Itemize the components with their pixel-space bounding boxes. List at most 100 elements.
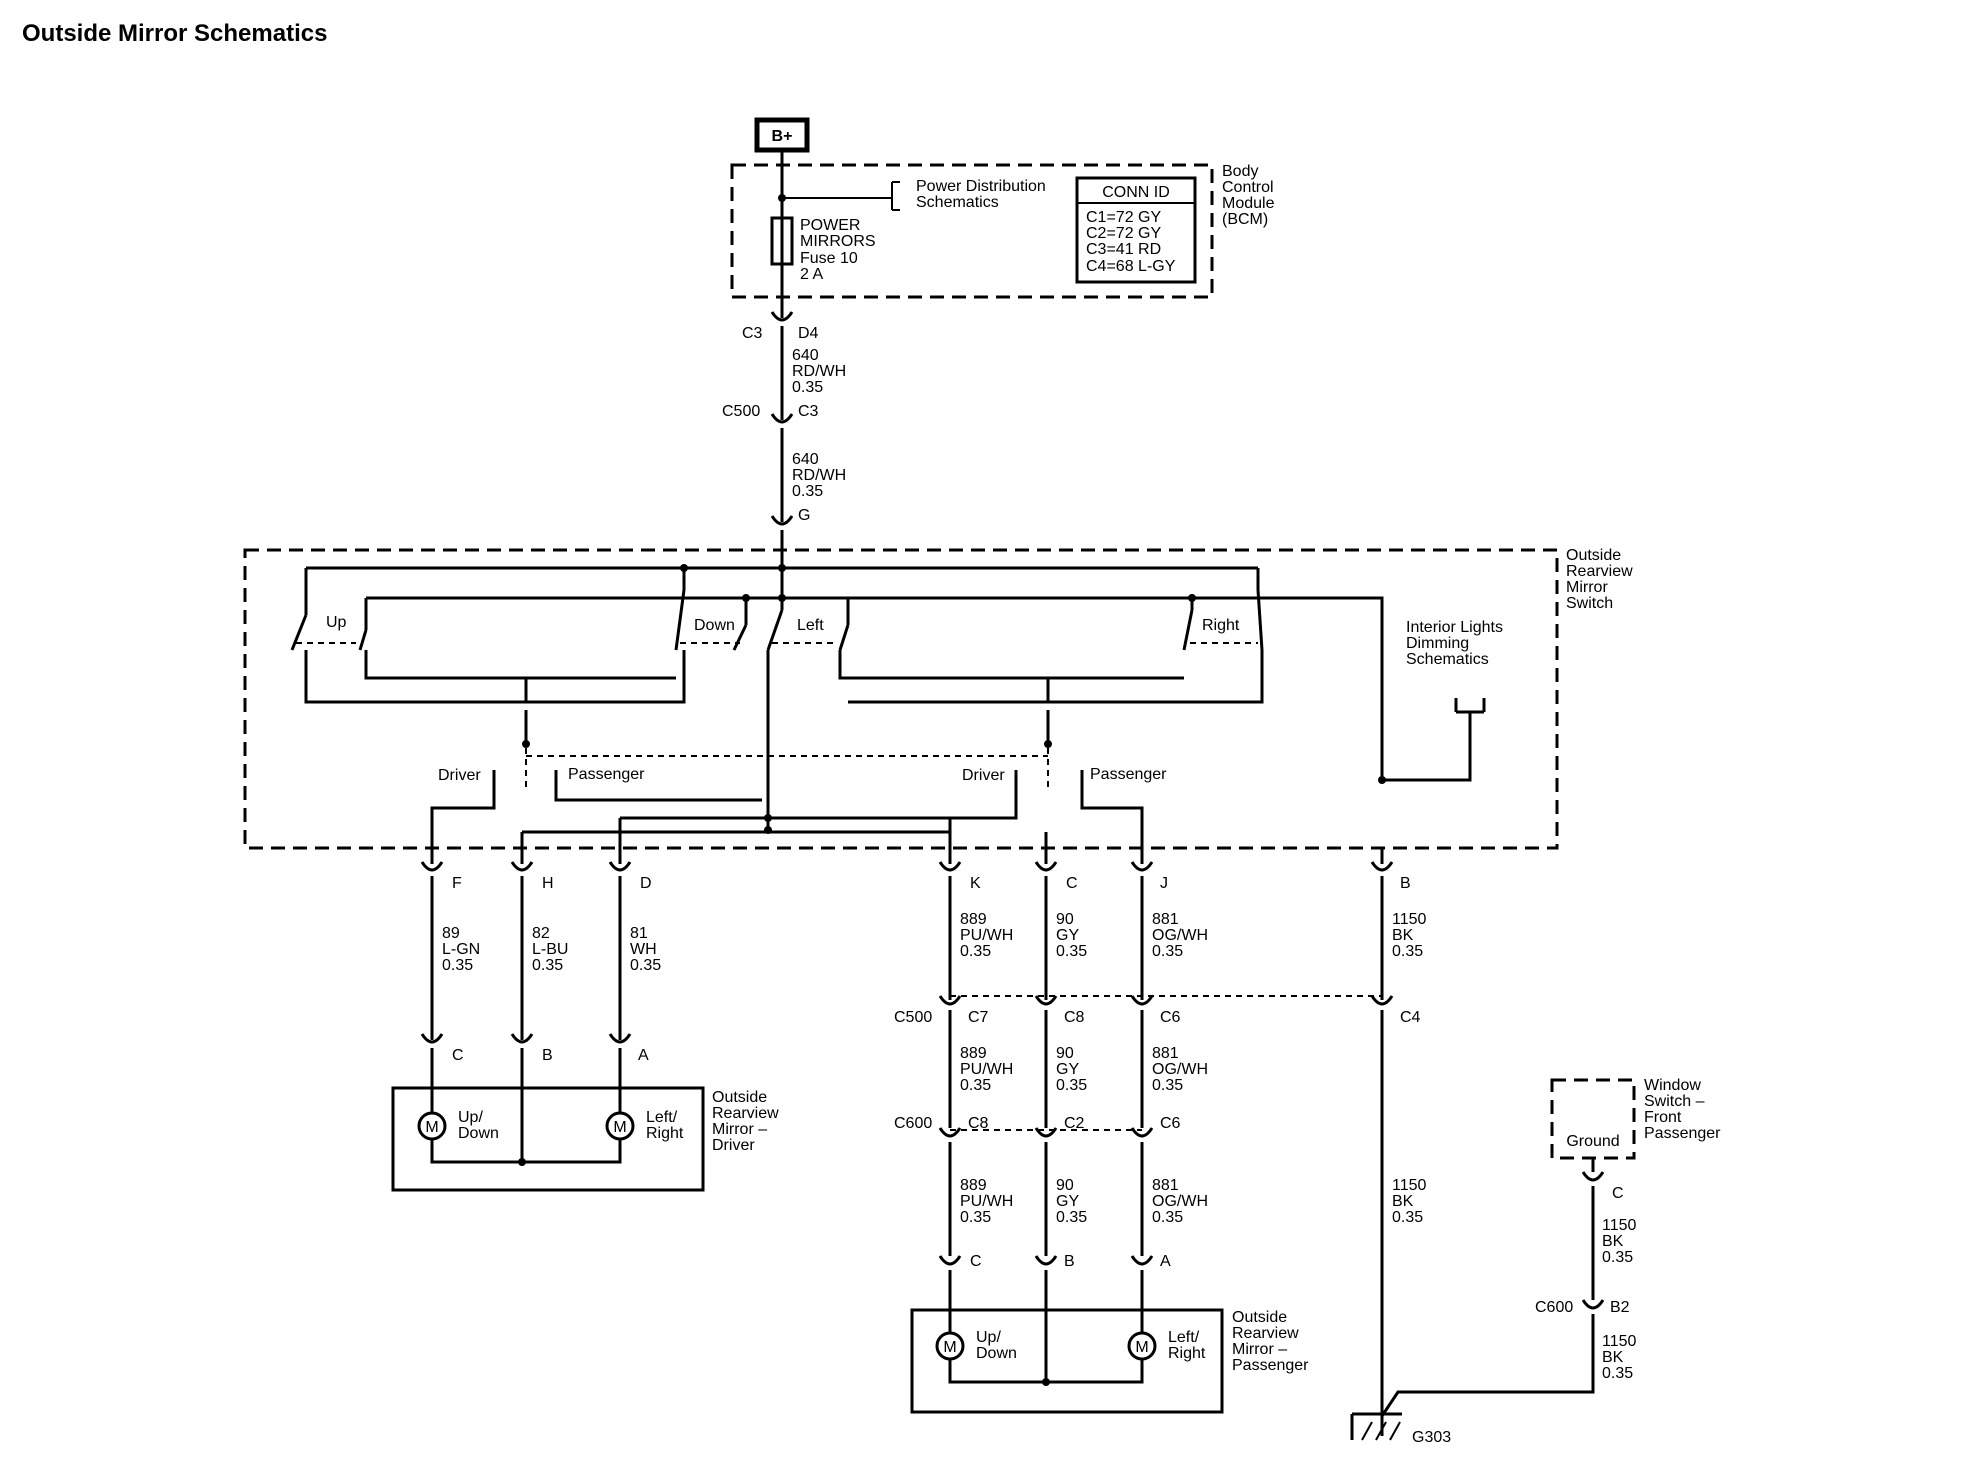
svg-text:B: B [542,1047,553,1064]
mirror-switch-box: Outside Rearview Mirror Switch [243,547,1633,850]
svg-text:0.35: 0.35 [960,1077,991,1094]
svg-text:C8: C8 [968,1115,989,1132]
svg-text:Interior Lights: Interior Lights [1406,619,1503,636]
svg-text:Dimming: Dimming [1406,635,1469,652]
svg-text:BK: BK [1602,1349,1624,1366]
svg-text:Outside: Outside [712,1089,767,1106]
svg-text:A: A [1160,1253,1171,1270]
passenger-wire-labels-3: 889 PU/WH 0.35 90 GY 0.35 881 OG/WH 0.35… [960,1177,1427,1226]
passenger-wire-labels-1: 889 PU/WH 0.35 90 GY 0.35 881 OG/WH 0.35… [960,911,1427,960]
svg-text:BK: BK [1602,1233,1624,1250]
svg-text:RD/WH: RD/WH [792,467,846,484]
svg-text:PU/WH: PU/WH [960,1061,1013,1078]
svg-text:GY: GY [1056,1061,1079,1078]
svg-text:C: C [1612,1185,1624,1202]
svg-text:C4=68 L-GY: C4=68 L-GY [1086,258,1176,275]
svg-text:0.35: 0.35 [1152,1209,1183,1226]
selector-passenger-1: Passenger [568,766,645,783]
svg-text:B+: B+ [772,128,793,145]
power-mirrors-fuse: POWER MIRRORS Fuse 10 2 A [770,198,876,318]
svg-text:C6: C6 [1160,1115,1181,1132]
bcm-box: Body Control Module (BCM) [730,163,1275,299]
svg-text:C: C [1066,875,1078,892]
svg-text:C: C [452,1047,464,1064]
svg-text:Ground: Ground [1566,1133,1619,1150]
svg-text:82: 82 [532,925,550,942]
svg-text:90: 90 [1056,1177,1074,1194]
window-switch-box: Ground Window Switch – Front Passenger [1550,1077,1721,1160]
svg-text:881: 881 [1152,1177,1179,1194]
svg-text:M: M [943,1339,956,1356]
svg-text:B: B [1064,1253,1075,1270]
switch-down-label: Down [694,617,735,634]
selector-driver-2: Driver [962,767,1005,784]
svg-text:0.35: 0.35 [630,957,661,974]
svg-text:Mirror –: Mirror – [712,1121,767,1138]
svg-text:89: 89 [442,925,460,942]
svg-text:BK: BK [1392,927,1414,944]
bcm-name-2: Control [1222,179,1274,196]
svg-text:Down: Down [976,1345,1017,1362]
selector-passenger-2: Passenger [1090,766,1167,783]
svg-text:90: 90 [1056,911,1074,928]
svg-text:0.35: 0.35 [960,1209,991,1226]
svg-text:Down: Down [458,1125,499,1142]
svg-text:RD/WH: RD/WH [792,363,846,380]
bcm-name-4: (BCM) [1222,211,1268,228]
svg-text:GY: GY [1056,1193,1079,1210]
switch-up-label: Up [326,614,347,631]
page-title: Outside Mirror Schematics [22,20,328,47]
switch-left-label: Left [797,617,824,634]
svg-text:0.35: 0.35 [532,957,563,974]
driver-wire-labels: 89 L-GN 0.35 82 L-BU 0.35 81 WH 0.35 [442,925,661,974]
svg-text:Right: Right [1168,1345,1206,1362]
passenger-wire-labels-2: 889 PU/WH 0.35 90 GY 0.35 881 OG/WH 0.35 [960,1045,1208,1094]
svg-text:OG/WH: OG/WH [1152,1061,1208,1078]
svg-text:H: H [542,875,554,892]
svg-text:C3: C3 [798,403,819,420]
svg-text:G: G [798,507,810,524]
svg-text:Outside: Outside [1232,1309,1287,1326]
svg-text:CONN ID: CONN ID [1102,184,1170,201]
svg-text:Passenger: Passenger [1232,1357,1309,1374]
svg-text:M: M [425,1119,438,1136]
svg-text:Right: Right [646,1125,684,1142]
svg-text:Switch –: Switch – [1644,1093,1705,1110]
power-dist-ref-1: Power Distribution [916,178,1046,195]
svg-text:0.35: 0.35 [1602,1365,1633,1382]
svg-text:1150: 1150 [1602,1217,1637,1234]
svg-text:640: 640 [792,347,819,364]
svg-text:Mirror –: Mirror – [1232,1341,1287,1358]
svg-text:L-BU: L-BU [532,941,568,958]
selector-driver-1: Driver [438,767,481,784]
svg-text:Driver: Driver [712,1137,755,1154]
svg-text:A: A [638,1047,649,1064]
svg-text:B2: B2 [1610,1299,1630,1316]
svg-text:2 A: 2 A [800,266,823,283]
svg-text:Outside: Outside [1566,547,1621,564]
c3-label: C3 [742,325,763,342]
svg-text:Left/: Left/ [646,1109,678,1126]
svg-text:M: M [613,1119,626,1136]
svg-text:OG/WH: OG/WH [1152,1193,1208,1210]
conn-id-table: CONN ID C1=72 GY C2=72 GY C3=41 RD C4=68… [1075,176,1197,284]
svg-text:C2: C2 [1064,1115,1085,1132]
svg-text:Rearview: Rearview [712,1105,779,1122]
svg-text:0.35: 0.35 [1392,943,1423,960]
svg-text:G303: G303 [1412,1429,1451,1446]
svg-text:0.35: 0.35 [442,957,473,974]
svg-text:1150: 1150 [1392,911,1427,928]
svg-text:Rearview: Rearview [1232,1325,1299,1342]
svg-text:K: K [970,875,981,892]
svg-text:881: 881 [1152,1045,1179,1062]
svg-text:889: 889 [960,911,987,928]
svg-text:90: 90 [1056,1045,1074,1062]
svg-text:PU/WH: PU/WH [960,1193,1013,1210]
passenger-mirror-box: M M Up/ Down Left/ Right Outside Rearvie… [910,1308,1309,1414]
switch-right-label: Right [1202,617,1240,634]
svg-text:0.35: 0.35 [960,943,991,960]
svg-text:Up/: Up/ [976,1329,1001,1346]
svg-text:C500: C500 [894,1009,932,1026]
svg-text:640: 640 [792,451,819,468]
